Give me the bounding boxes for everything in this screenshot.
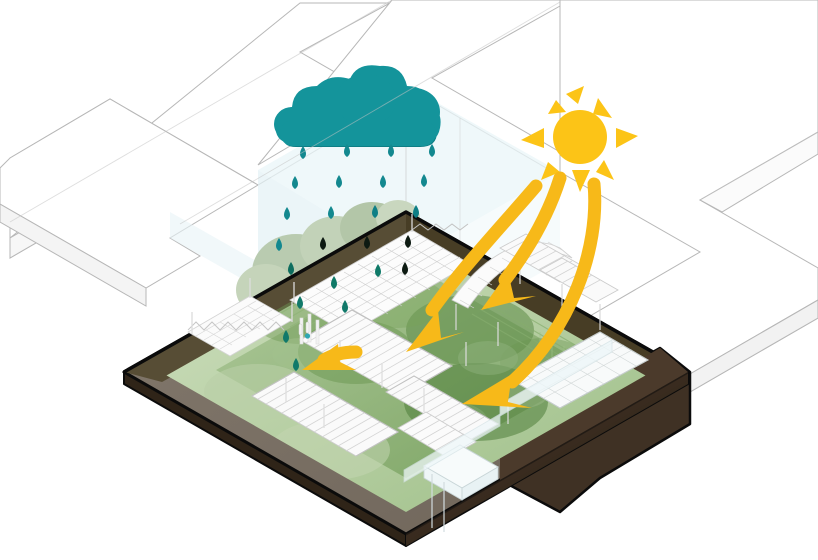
ghost-building-east: [559, 0, 818, 393]
adjacent-building-volumes: [0, 0, 818, 393]
trellis-northwest-low: [187, 278, 293, 357]
solar-arrow-2: [481, 171, 567, 310]
solar-arrow-4: [302, 344, 363, 370]
central-spine-ramp: [299, 309, 454, 397]
pergola-north-long: [289, 214, 471, 336]
glass-railing-east: [499, 339, 613, 417]
ghost-building-southwest: [0, 98, 259, 307]
rainfall-drops: [276, 144, 435, 371]
solar-arrow-1: [406, 179, 543, 352]
glass-railing-south: [403, 413, 501, 483]
pergola-structures: [187, 214, 650, 532]
stair-southwest: [251, 371, 400, 457]
site-figures: [298, 321, 311, 339]
sun[interactable]: [521, 86, 638, 192]
ghost-guide-lines: [9, 0, 818, 225]
rain-cloud[interactable]: [274, 65, 441, 147]
solar-gain-arrows: [302, 171, 602, 408]
solar-arrow-3: [462, 177, 602, 408]
